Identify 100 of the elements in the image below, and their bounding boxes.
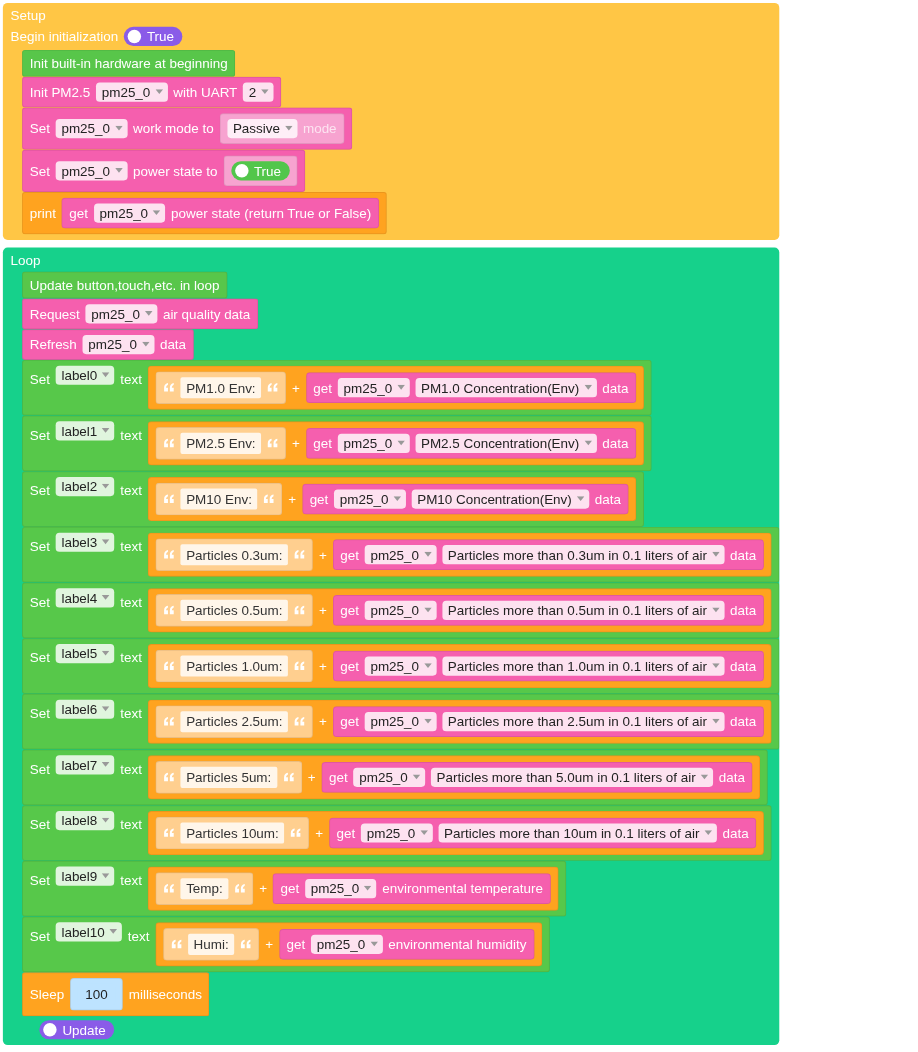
dropdown: Particles more than 10um in 0.1 liters of air [438,823,717,843]
block-label: + [318,602,327,619]
block-label: data [718,769,745,786]
join-block [155,922,542,967]
statement-block [22,359,652,416]
block-label: + [292,380,300,396]
dropdown: Particles more than 1.0um in 0.1 liters of air [442,656,725,676]
dropdown: pm25_0 [364,656,437,676]
block-label: + [318,714,327,730]
statement-block [22,329,194,360]
block-label: Request [29,306,80,322]
value-block [321,762,753,793]
block-label: + [265,936,274,953]
block-label: Set [29,120,50,137]
dropdown: Particles more than 0.5um in 0.1 liters of air [442,600,725,620]
block-label: get [329,769,348,786]
statement-block [22,415,652,472]
dropdown: 2 [243,82,274,102]
value-block [301,483,629,515]
block-label: data [729,658,757,674]
dropdown: pm25_0 [55,119,128,139]
statement-block [22,638,780,694]
block-label: text [120,593,142,610]
block-label: text [120,537,142,554]
join-block [147,365,644,410]
toggle-switch: True [230,161,290,181]
number-block [69,977,123,1011]
block-label: data [722,825,749,841]
block-label: text [120,760,142,777]
join-block [147,421,644,466]
dropdown: label3 [55,532,115,552]
statement-block [22,107,352,150]
block-label: Set [29,648,50,666]
block-label: Set [29,593,50,610]
dropdown: pm25_0 [337,433,410,453]
value-block [305,372,637,404]
text-field: PM1.0 Env: [180,377,262,399]
block-label: data [602,435,629,452]
block-label: data [729,714,757,730]
dropdown: pm25_0 [310,934,383,954]
value-block [332,650,764,682]
block-label: data [159,336,187,353]
block-label: get [286,936,306,953]
block-label: Set [29,927,50,944]
block-label: text [120,426,142,443]
dropdown: Particles more than 2.5um in 0.1 liters of air [442,712,725,732]
block-label: Set [29,370,50,387]
statement-block [22,471,644,527]
dropdown: label8 [55,810,115,831]
block-title: Setup [10,7,46,24]
block-label: text [120,370,142,387]
statement-block [22,693,780,750]
value-block [332,595,764,626]
dropdown: label9 [55,866,115,886]
block-label: + [318,658,327,674]
block-label: Begin initialization [10,28,119,45]
dropdown: Particles more than 5.0um in 0.1 liters of air [430,767,713,787]
value-block [61,197,379,229]
dropdown: pm25_0 [364,600,437,620]
text-field: Particles 0.3um: [180,544,289,566]
text-field: Particles 10um: [180,822,285,844]
text-field: Particles 0.5um: [180,599,289,621]
block-label: data [729,602,757,619]
string-block [155,482,283,516]
dropdown: pm25_0 [55,161,128,181]
dropdown: pm25_0 [364,712,437,732]
block-label: environmental temperature [382,881,543,897]
statement-block [22,972,210,1017]
block-label: get [340,547,359,563]
block-label: power state to [133,163,218,179]
block-label: text [120,648,142,666]
block-label: power state (return True or False) [171,205,372,221]
block-label: air quality data [162,306,251,322]
join-block [147,755,761,800]
toggle-switch: True [123,26,183,47]
text-field: Temp: [180,878,229,900]
block-label: Set [29,815,50,833]
dropdown: pm25_0 [96,82,168,102]
value-block [223,155,298,187]
string-block [155,538,314,572]
block-label: get [313,380,333,396]
string-block [155,872,254,905]
block-label: + [315,825,324,841]
statement-block [22,582,780,639]
dropdown: PM2.5 Concentration(Env) [415,433,597,453]
join-block [147,643,772,689]
dropdown: PM1.0 Concentration(Env) [415,378,597,398]
statement-block [22,916,550,973]
text-field: Particles 5um: [180,766,278,788]
block-label: milliseconds [128,986,202,1002]
block-label: Refresh [29,336,77,353]
dropdown: PM10 Concentration(Env) [411,489,590,509]
dropdown: pm25_0 [304,879,377,899]
block-label: Sleep [29,986,65,1002]
string-block [155,705,314,738]
block-label: Update button,touch,etc. in loop [29,277,220,293]
block-label: print [29,205,56,221]
block-label: get [313,435,333,452]
join-block [147,588,772,633]
setup-block [2,2,780,240]
